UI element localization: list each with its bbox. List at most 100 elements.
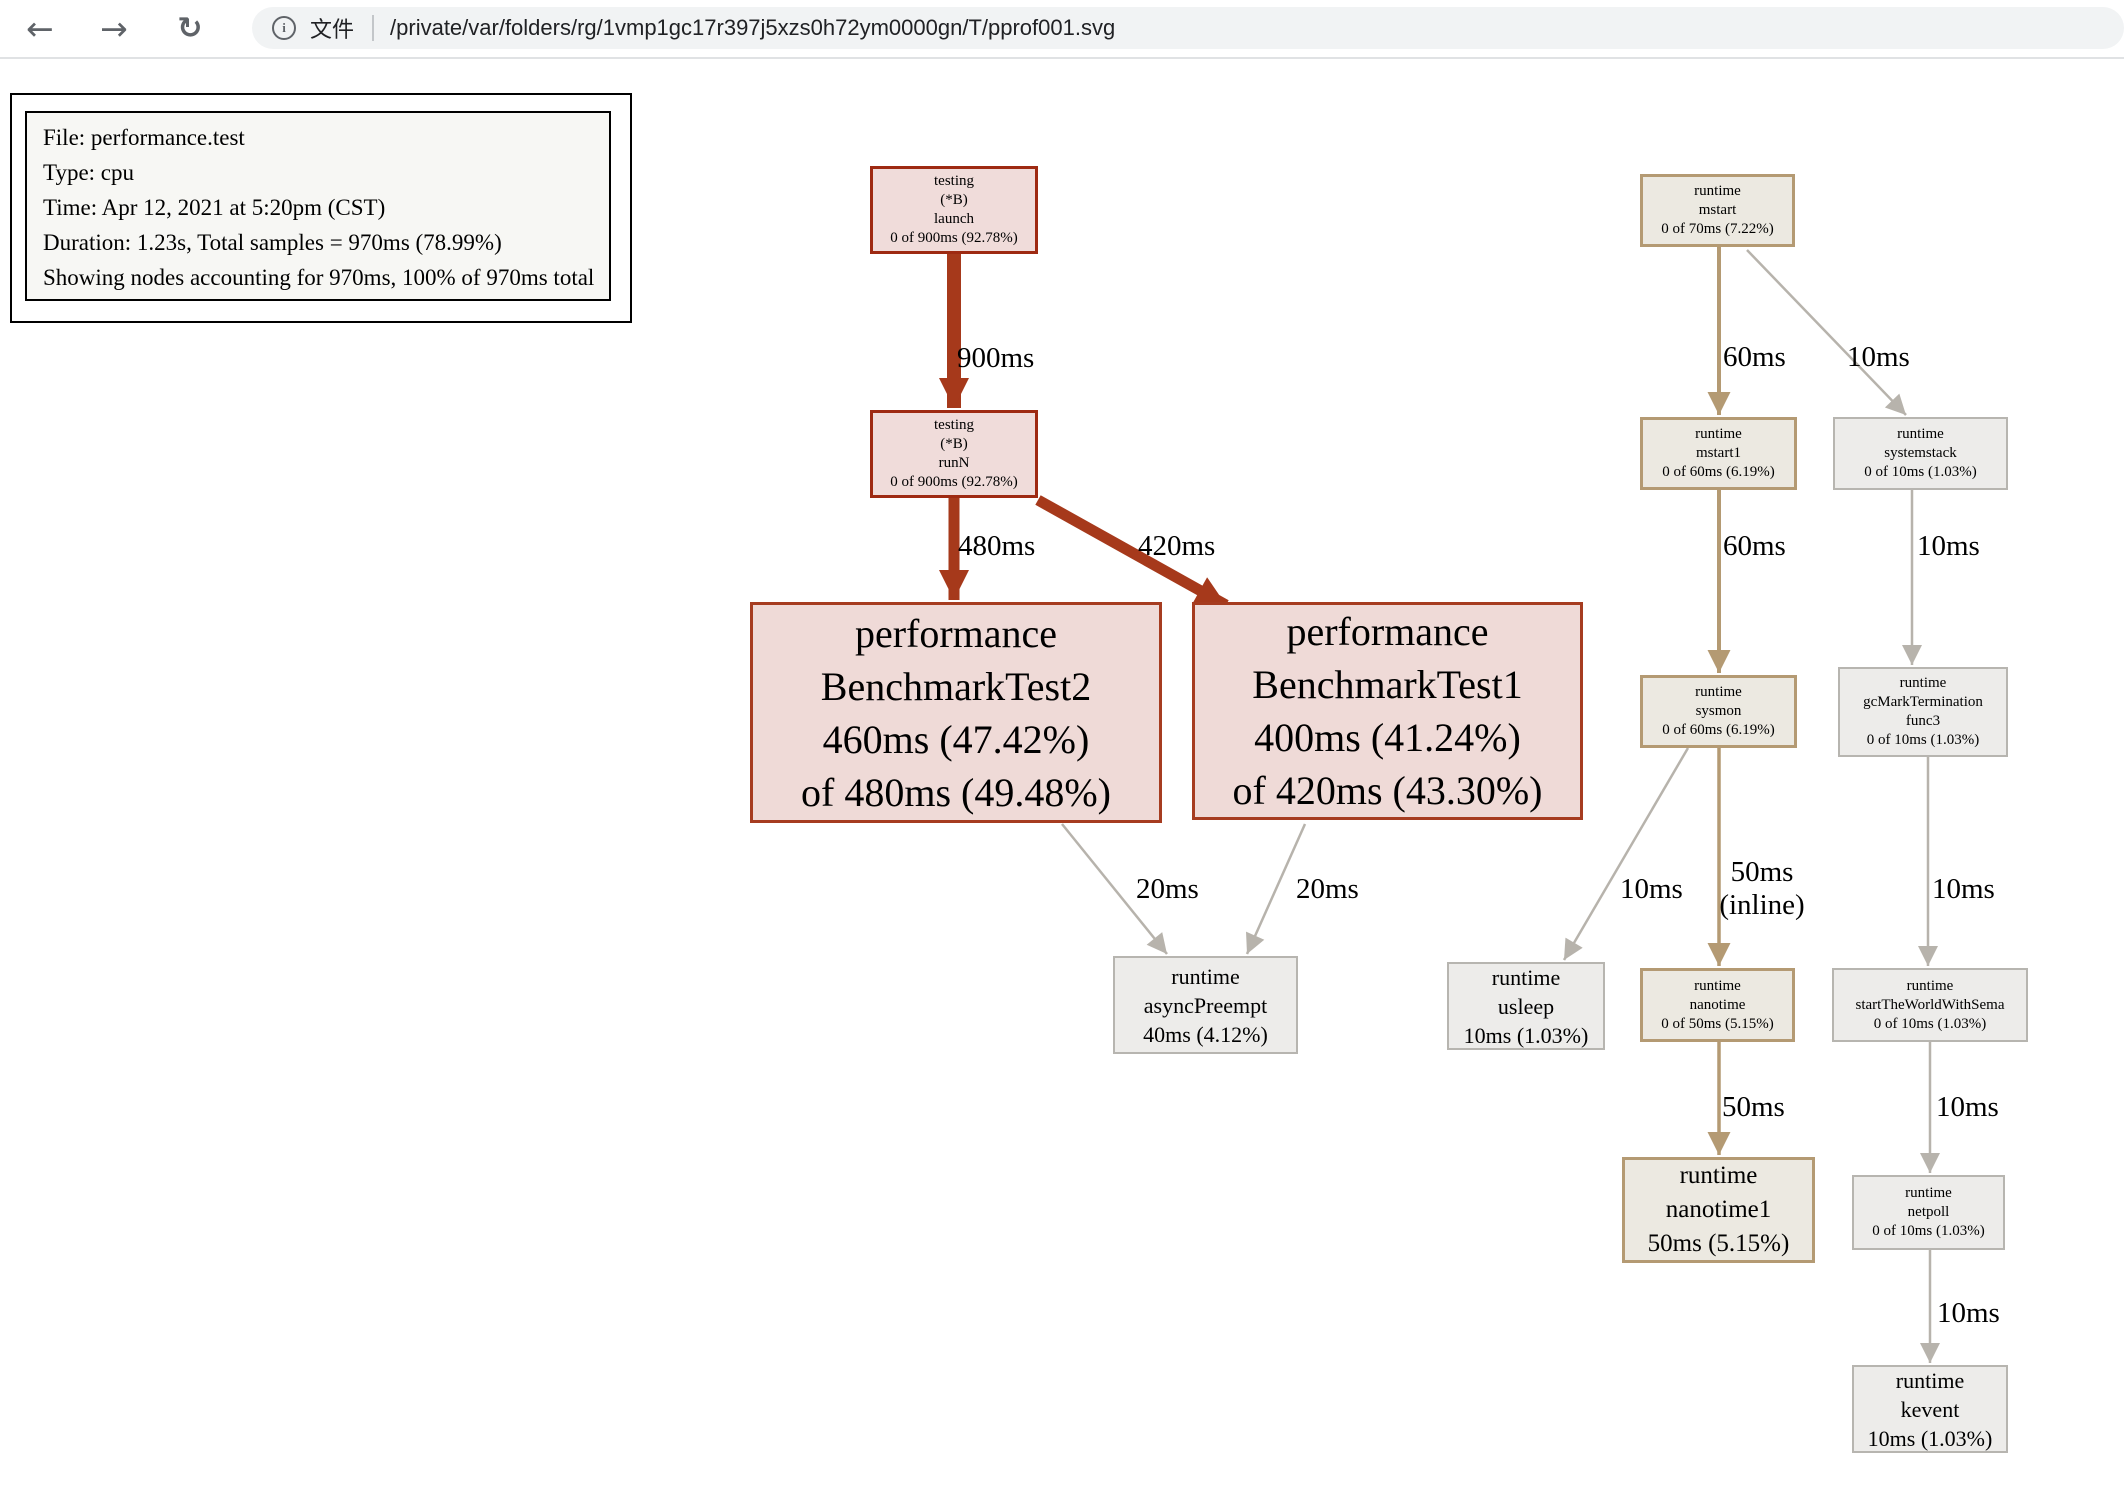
node-runtime-nanotime: runtime nanotime 0 of 50ms (5.15%) — [1640, 968, 1795, 1042]
node-line: runtime — [1679, 1162, 1758, 1189]
forward-icon[interactable]: → — [92, 0, 136, 57]
legend-file: File: performance.test — [43, 125, 245, 150]
node-line: 0 of 60ms (6.19%) — [1662, 722, 1775, 738]
node-benchmarktest1: performance BenchmarkTest1 400ms (41.24%… — [1192, 602, 1583, 820]
edge-mstart-systemstack — [1746, 249, 1907, 416]
node-runtime-sysmon: runtime sysmon 0 of 60ms (6.19%) — [1640, 675, 1797, 748]
edge-label-480ms: 480ms — [958, 530, 1036, 562]
edge-label-10ms-top: 10ms — [1847, 341, 1910, 373]
edge-label-50ms-inline: 50ms (inline) — [1712, 856, 1812, 922]
node-line: of 420ms (43.30%) — [1232, 768, 1543, 813]
node-line: sysmon — [1695, 703, 1742, 719]
node-runtime-starttheworldwithsema: runtime startTheWorldWithSema 0 of 10ms … — [1832, 968, 2028, 1042]
node-runtime-gcmarktermination-func3: runtime gcMarkTermination func3 0 of 10m… — [1838, 667, 2008, 757]
node-line: startTheWorldWithSema — [1855, 996, 2005, 1013]
edge-label-10ms-starttheworld: 10ms — [1932, 873, 1995, 905]
node-line: runtime — [1899, 675, 1947, 691]
profile-legend-inner: File: performance.test Type: cpu Time: A… — [25, 111, 611, 301]
node-runtime-nanotime1: runtime nanotime1 50ms (5.15%) — [1622, 1157, 1815, 1263]
node-line: runN — [938, 455, 970, 471]
node-line: runtime — [1906, 977, 1954, 994]
node-line: performance — [1286, 609, 1489, 654]
node-line: kevent — [1900, 1396, 1960, 1422]
node-line: mstart1 — [1696, 445, 1741, 461]
node-line: systemstack — [1884, 445, 1957, 461]
back-icon[interactable]: ← — [18, 0, 62, 57]
edge-label-50ms-inline-line2: (inline) — [1719, 889, 1805, 921]
node-benchmarktest2: performance BenchmarkTest2 460ms (47.42%… — [750, 602, 1162, 823]
reload-icon[interactable]: ↻ — [168, 0, 212, 57]
node-line: runtime — [1171, 963, 1240, 989]
node-line: BenchmarkTest2 — [820, 663, 1092, 709]
node-line: 0 of 900ms (92.78%) — [890, 230, 1018, 246]
node-line: runtime — [1895, 1367, 1965, 1393]
node-line: 0 of 10ms (1.03%) — [1866, 732, 1980, 748]
url-input[interactable]: /private/var/folders/rg/1vmp1gc17r397j5x… — [390, 15, 1116, 40]
profile-legend: File: performance.test Type: cpu Time: A… — [10, 93, 632, 323]
node-line: mstart — [1698, 202, 1737, 218]
node-line: nanotime — [1689, 996, 1746, 1013]
node-runtime-usleep: runtime usleep 10ms (1.03%) — [1447, 962, 1605, 1050]
node-line: 50ms (5.15%) — [1647, 1230, 1790, 1257]
node-line: of 480ms (49.48%) — [801, 769, 1111, 815]
node-line: 0 of 900ms (92.78%) — [890, 474, 1018, 490]
node-line: (*B) — [940, 436, 968, 452]
node-line: 400ms (41.24%) — [1254, 715, 1521, 760]
node-line: 0 of 50ms (5.15%) — [1661, 1015, 1774, 1032]
node-line: asyncPreempt — [1143, 992, 1268, 1018]
node-runtime-kevent: runtime kevent 10ms (1.03%) — [1852, 1365, 2008, 1453]
node-line: gcMarkTermination — [1863, 694, 1983, 710]
edge-label-60ms-mid: 60ms — [1723, 530, 1786, 562]
edge-label-50ms-nanotime1: 50ms — [1722, 1091, 1785, 1123]
node-runtime-systemstack: runtime systemstack 0 of 10ms (1.03%) — [1833, 417, 2008, 490]
node-line: runtime — [1695, 684, 1742, 700]
legend-duration: Duration: 1.23s, Total samples = 970ms (… — [43, 230, 502, 255]
node-line: (*B) — [940, 192, 968, 208]
edge-label-60ms-top: 60ms — [1723, 341, 1786, 373]
legend-type: Type: cpu — [43, 160, 135, 185]
edge-label-10ms-kevent: 10ms — [1937, 1297, 2000, 1329]
node-line: 0 of 10ms (1.03%) — [1864, 464, 1977, 480]
edge-label-20ms-right: 20ms — [1296, 873, 1359, 905]
url-bar[interactable]: i 文件 /private/var/folders/rg/1vmp1gc17r3… — [252, 7, 2124, 49]
edge-label-50ms-inline-line1: 50ms — [1730, 856, 1794, 888]
node-line: 0 of 60ms (6.19%) — [1662, 464, 1775, 480]
node-testing-launch: testing (*B) launch 0 of 900ms (92.78%) — [870, 166, 1038, 254]
node-line: runtime — [1905, 1185, 1952, 1201]
node-line: runtime — [1897, 426, 1944, 442]
edge-label-20ms-left: 20ms — [1136, 873, 1199, 905]
node-line: runtime — [1695, 426, 1742, 442]
legend-time: Time: Apr 12, 2021 at 5:20pm (CST) — [43, 195, 386, 220]
legend-showing: Showing nodes accounting for 970ms, 100%… — [43, 265, 595, 290]
node-line: 0 of 10ms (1.03%) — [1872, 1223, 1985, 1239]
node-line: BenchmarkTest1 — [1252, 662, 1523, 707]
node-line: 10ms (1.03%) — [1463, 1022, 1589, 1048]
node-testing-runn: testing (*B) runN 0 of 900ms (92.78%) — [870, 410, 1038, 498]
node-line: testing — [934, 417, 974, 433]
url-separator — [372, 15, 375, 41]
node-runtime-mstart: runtime mstart 0 of 70ms (7.22%) — [1640, 174, 1795, 247]
edge-label-10ms-mid: 10ms — [1917, 530, 1980, 562]
node-line: 0 of 10ms (1.03%) — [1873, 1015, 1987, 1032]
node-line: performance — [854, 610, 1058, 656]
edge-label-900ms: 900ms — [957, 342, 1035, 374]
browser-toolbar: ← → ↻ i 文件 /private/var/folders/rg/1vmp1… — [0, 0, 2124, 59]
node-runtime-asyncpreempt: runtime asyncPreempt 40ms (4.12%) — [1113, 956, 1298, 1054]
node-line: runtime — [1491, 964, 1561, 990]
node-line: 0 of 70ms (7.22%) — [1661, 221, 1774, 237]
node-line: nanotime1 — [1665, 1196, 1772, 1223]
node-line: usleep — [1497, 993, 1555, 1019]
node-line: netpoll — [1907, 1204, 1950, 1220]
node-runtime-netpoll: runtime netpoll 0 of 10ms (1.03%) — [1852, 1175, 2005, 1250]
info-icon[interactable]: i — [272, 16, 296, 40]
node-line: 40ms (4.12%) — [1143, 1021, 1268, 1047]
edge-label-10ms-usleep: 10ms — [1620, 873, 1683, 905]
node-line: 10ms (1.03%) — [1867, 1425, 1993, 1451]
node-runtime-mstart1: runtime mstart1 0 of 60ms (6.19%) — [1640, 417, 1797, 490]
node-line: launch — [934, 211, 974, 227]
node-line: runtime — [1694, 977, 1741, 994]
edge-label-420ms: 420ms — [1138, 530, 1216, 562]
node-line: testing — [934, 173, 974, 189]
node-line: 460ms (47.42%) — [822, 716, 1090, 762]
